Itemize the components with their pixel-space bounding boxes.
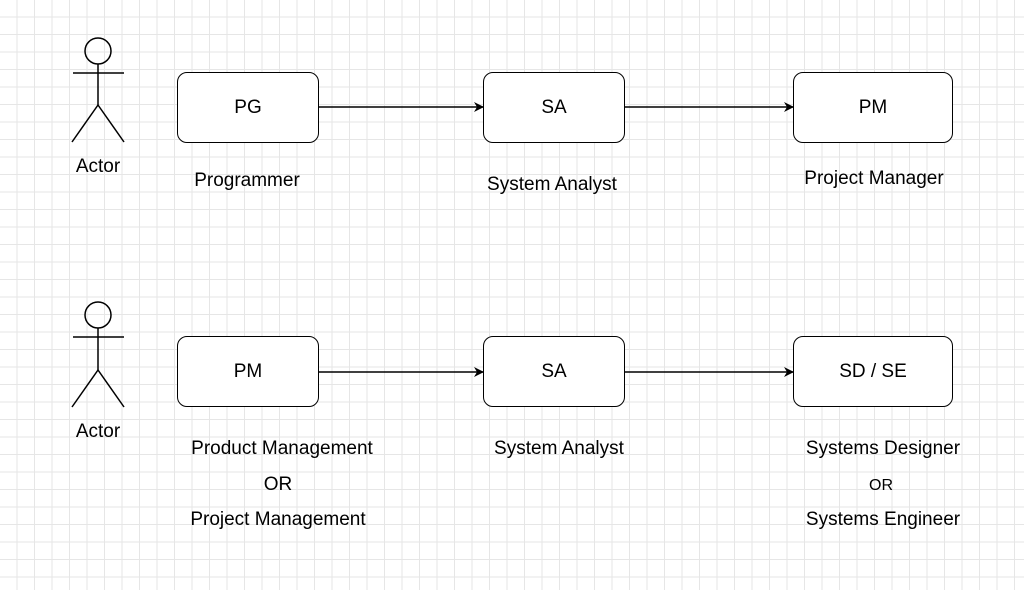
caption-system-analyst-row1: System Analyst: [487, 174, 617, 195]
caption-or-right: OR: [869, 477, 893, 494]
node-sdse-label: SD / SE: [839, 360, 907, 382]
caption-systems-engineer: Systems Engineer: [805, 509, 961, 530]
node-pg[interactable]: PG: [177, 72, 319, 143]
node-pm-row2[interactable]: PM: [177, 336, 319, 407]
node-pm-row1[interactable]: PM: [793, 72, 953, 143]
node-pg-label: PG: [234, 96, 262, 118]
node-sa-row1[interactable]: SA: [483, 72, 625, 143]
node-sa-row2[interactable]: SA: [483, 336, 625, 407]
caption-project-manager: Project Manager: [804, 168, 944, 189]
actor-1-icon: [71, 37, 125, 143]
actor-2-icon: [71, 301, 125, 408]
node-sa-row1-label: SA: [541, 96, 567, 118]
caption-systems-designer: Systems Designer: [805, 438, 961, 459]
caption-product-management: Product Management: [191, 438, 373, 459]
node-sa-row2-label: SA: [541, 360, 567, 382]
caption-or-left: OR: [263, 474, 293, 495]
caption-project-management: Project Management: [190, 509, 366, 530]
caption-programmer: Programmer: [194, 170, 300, 191]
node-pm-row2-label: PM: [233, 360, 263, 382]
node-sdse[interactable]: SD / SE: [793, 336, 953, 407]
actor-2-label: Actor: [75, 421, 121, 442]
actor-1-label: Actor: [75, 156, 121, 177]
node-pm-row1-label: PM: [858, 96, 888, 118]
caption-system-analyst-row2: System Analyst: [494, 438, 624, 459]
